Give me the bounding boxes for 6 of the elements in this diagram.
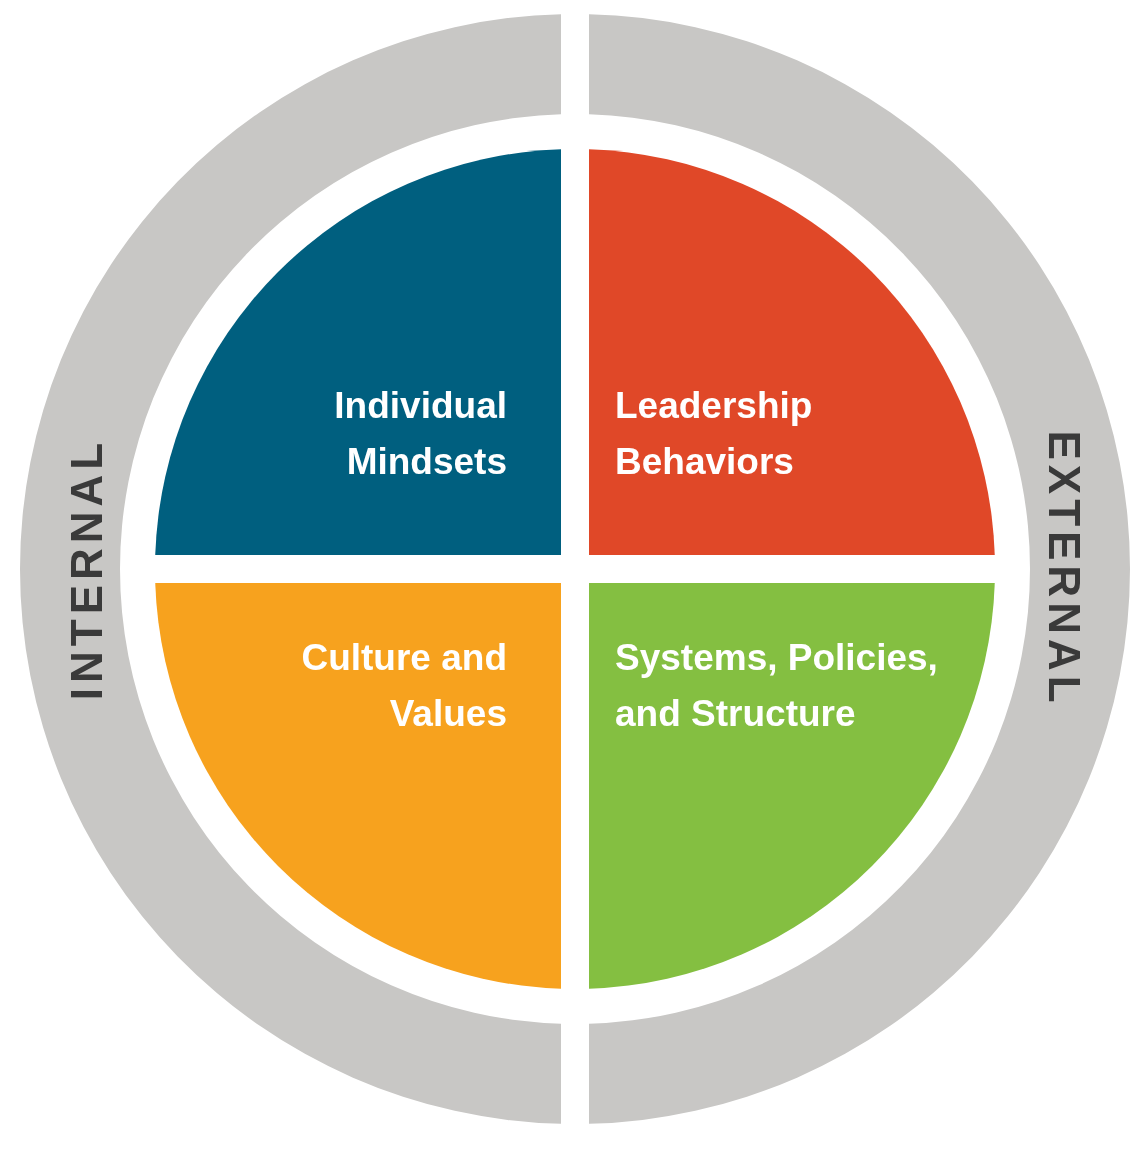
segment-label: Systems, Policies, and Structure bbox=[615, 636, 939, 736]
segment-label: Culture and Values bbox=[300, 636, 507, 736]
segment-label: Individual Mindsets bbox=[333, 384, 507, 484]
segment-label: Leadership Behaviors bbox=[615, 384, 814, 484]
band-label: EXTERNAL bbox=[1039, 430, 1088, 708]
band-label: INTERNAL bbox=[63, 437, 112, 701]
